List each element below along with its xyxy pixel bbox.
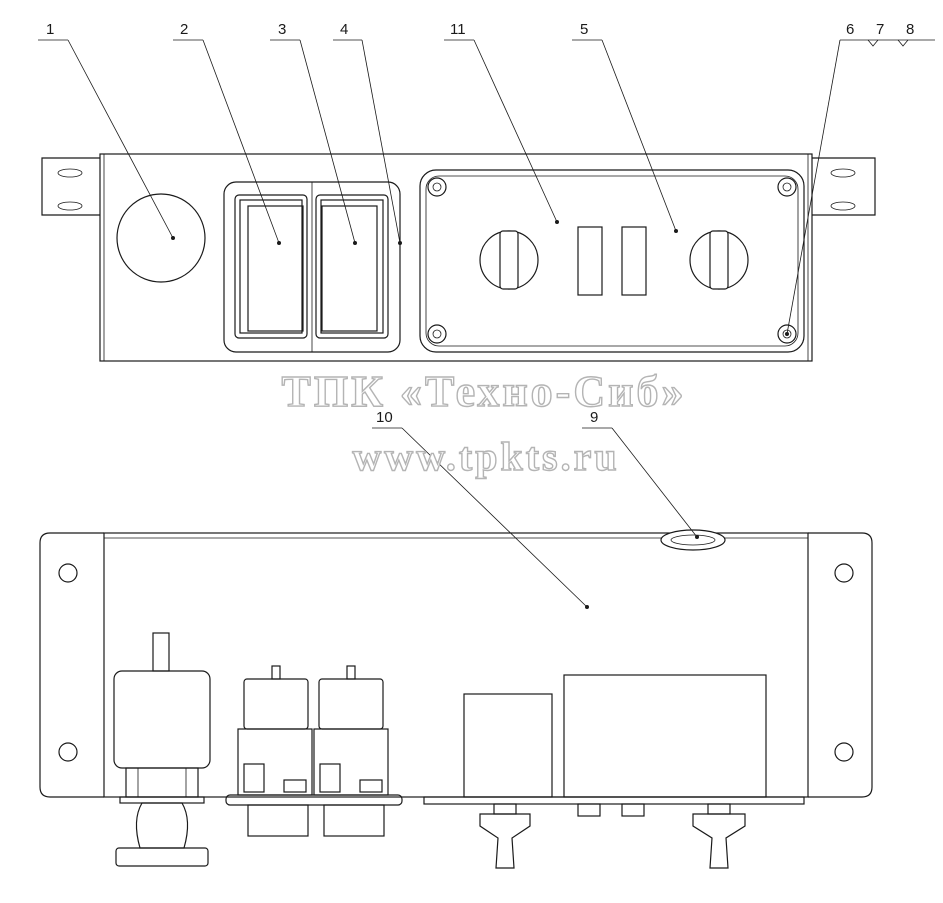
callout-9: 9: [590, 409, 598, 426]
callout-1: 1: [46, 21, 54, 38]
cable-grommet: [660, 529, 726, 551]
double-rocker-switch: [223, 181, 401, 353]
left-side-flange: [39, 532, 104, 798]
callout-10: 10: [376, 409, 393, 426]
callout-2: 2: [180, 21, 188, 38]
callout-11: 11: [450, 21, 466, 38]
bottom-connectors: [479, 803, 746, 869]
round-indicator: [116, 193, 206, 283]
front-view: [41, 153, 876, 362]
connector-cover-plate: [419, 169, 805, 353]
left-mounting-bracket: [41, 157, 100, 216]
callout-5: 5: [580, 21, 588, 38]
base-plate: [423, 796, 805, 805]
watermark: ТПК «Техно-Сиб» www.tpkts.ru: [281, 366, 687, 479]
callout-3: 3: [278, 21, 286, 38]
internal-block: [463, 693, 553, 798]
watermark-company: ТПК «Техно-Сиб»: [282, 367, 687, 416]
right-mounting-bracket: [812, 157, 876, 216]
watermark-url: www.tpkts.ru: [352, 434, 619, 479]
indicator-body: [113, 632, 211, 867]
callout-6: 6: [846, 21, 854, 38]
callout-7: 7: [876, 21, 884, 38]
callout-leaders: [38, 39, 935, 609]
callout-4: 4: [340, 21, 348, 38]
callout-8: 8: [906, 21, 914, 38]
right-side-flange: [808, 532, 873, 798]
front-panel: [99, 153, 813, 362]
internal-board: [563, 674, 767, 798]
switch-bodies: [225, 665, 403, 837]
callout-labels: 1 2 3 4 11 5 6 7 8 10 9: [46, 21, 914, 426]
side-view: [39, 529, 873, 869]
